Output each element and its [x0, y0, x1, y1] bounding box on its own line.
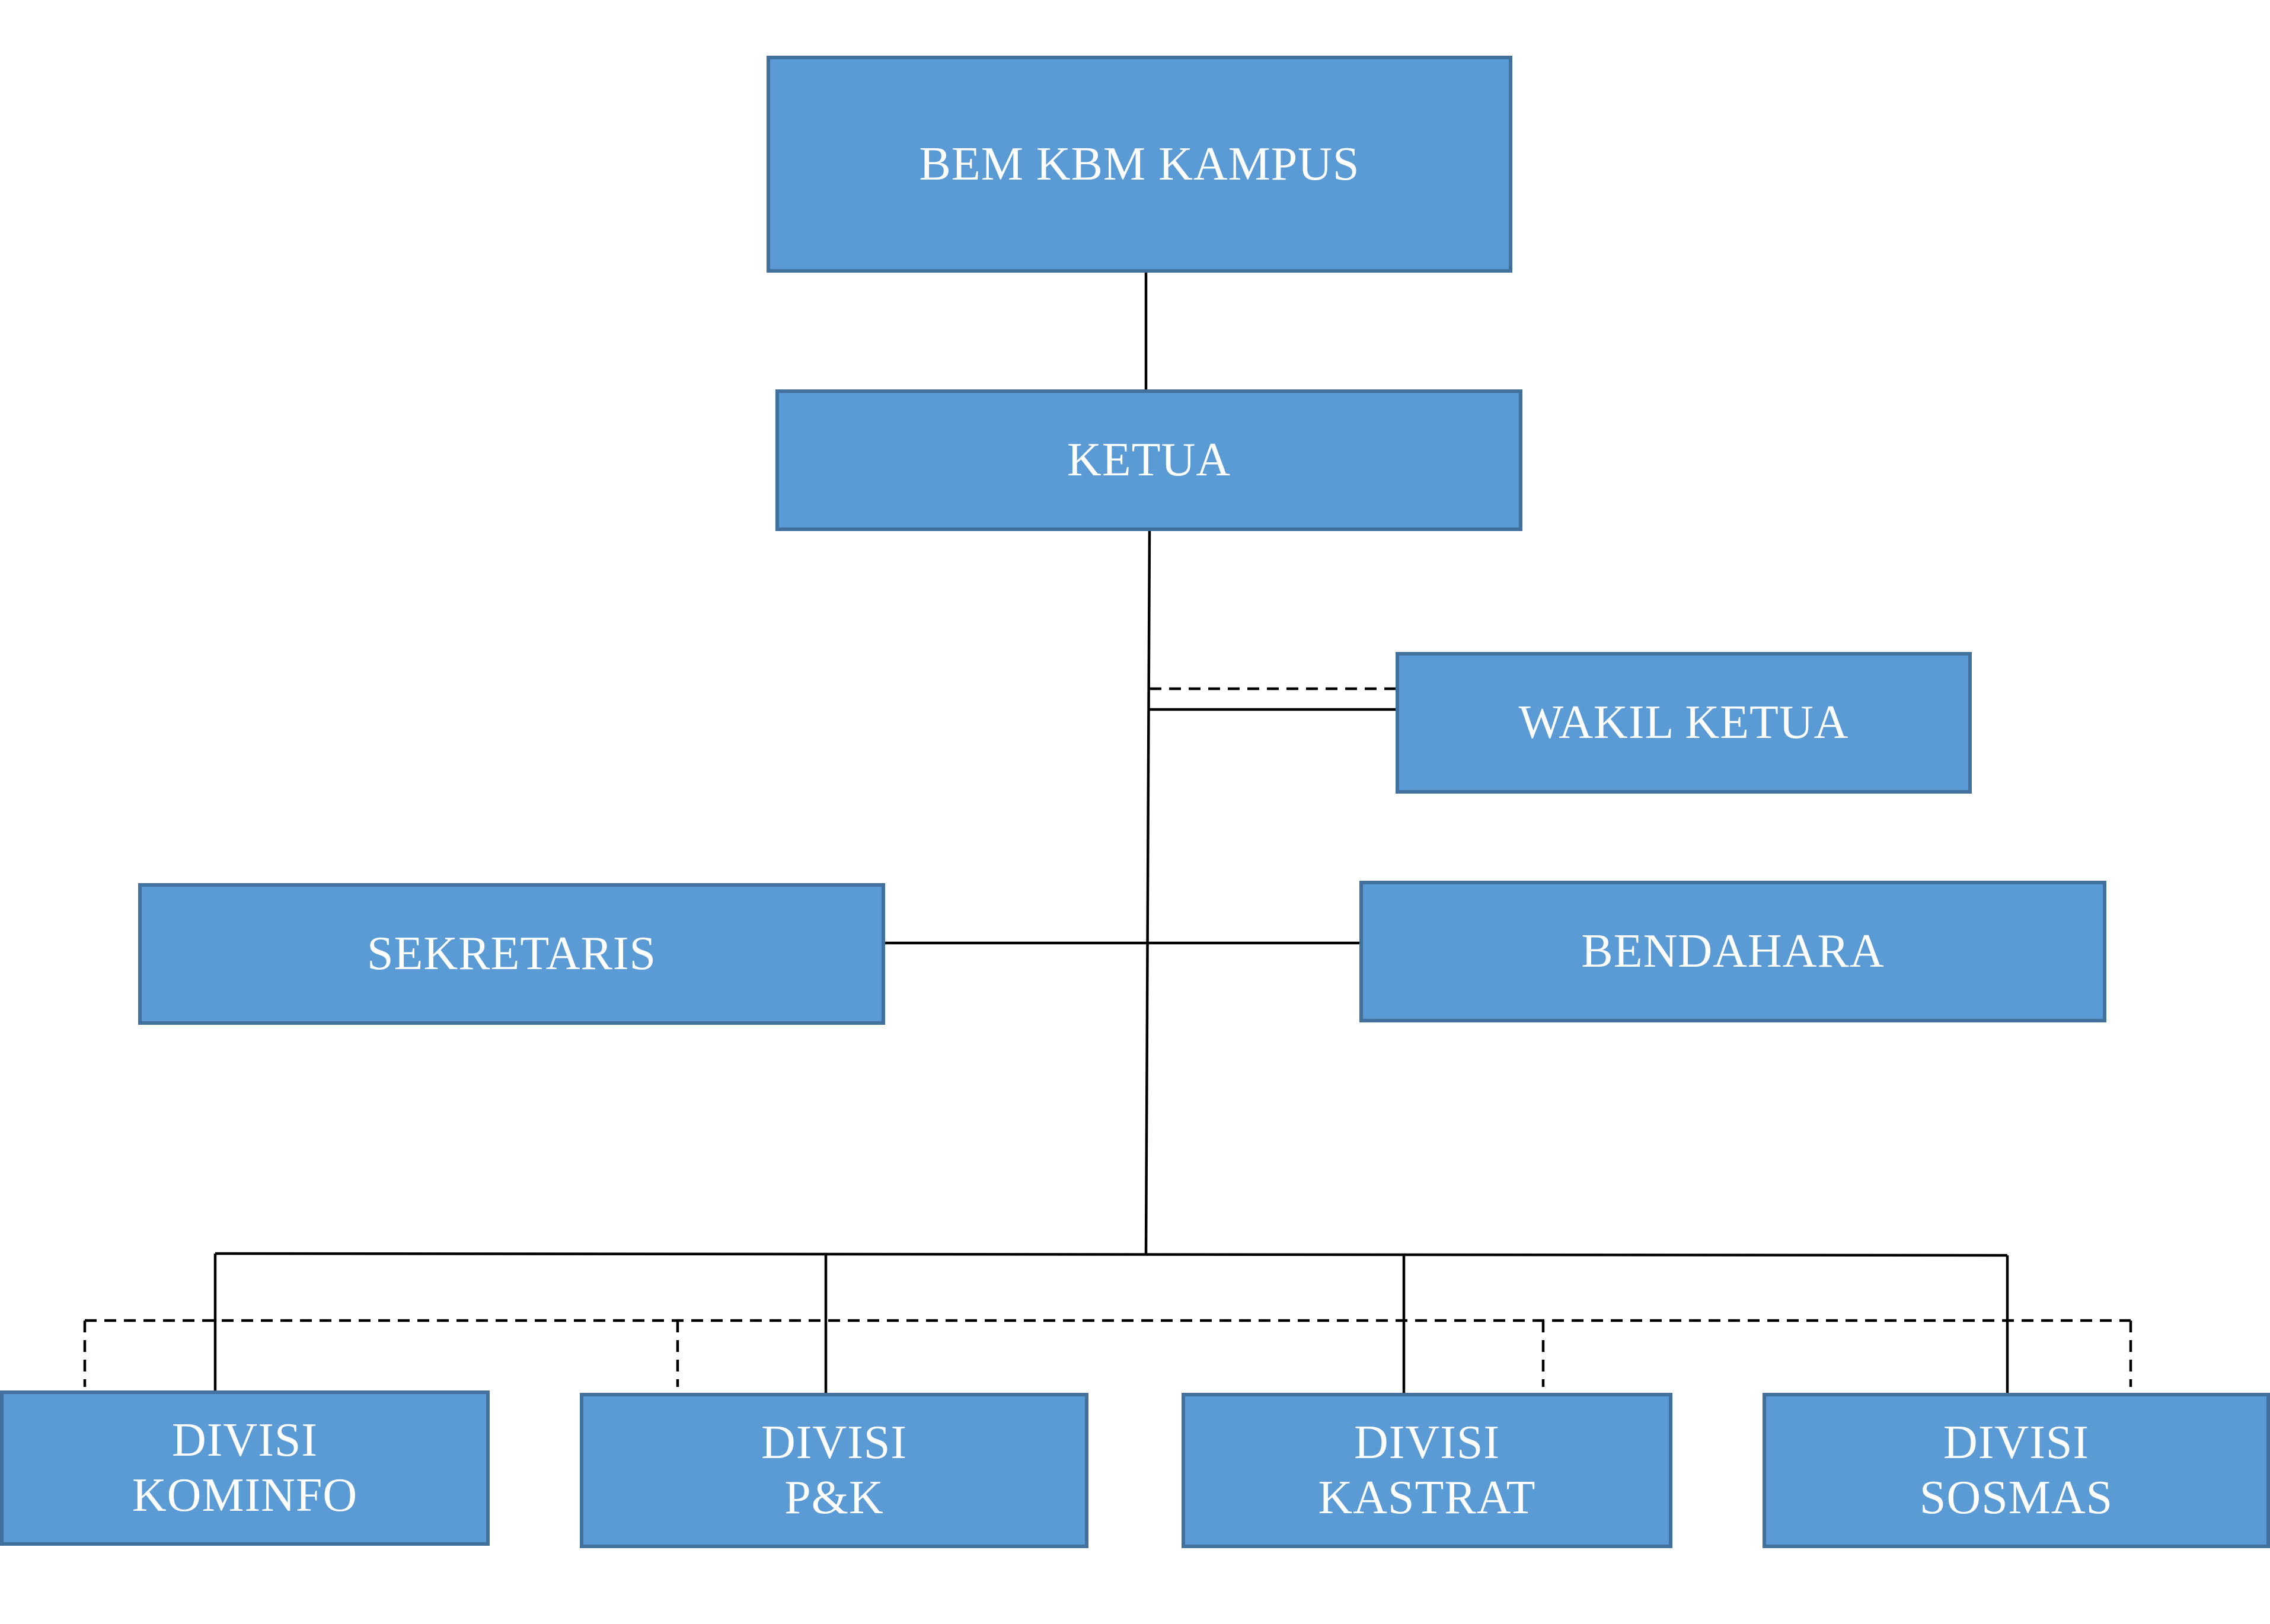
node-ketua: KETUA: [775, 389, 1522, 531]
node-sekretaris: SEKRETARIS: [138, 883, 885, 1025]
node-divisi-pk: DIVISI P&K: [580, 1393, 1088, 1548]
node-label-line2: SOSMAS: [1919, 1472, 2113, 1524]
node-label: BENDAHARA: [1581, 925, 1885, 978]
node-label-line1: DIVISI: [172, 1414, 318, 1467]
node-bendahara: BENDAHARA: [1359, 881, 2106, 1022]
connector-division-bar: [215, 1252, 2008, 1257]
node-label: BEM KBM KAMPUS: [919, 138, 1360, 190]
node-wakil-ketua: WAKIL KETUA: [1396, 652, 1972, 794]
node-label: WAKIL KETUA: [1518, 696, 1849, 749]
node-divisi-kominfo: DIVISI KOMINFO: [0, 1390, 490, 1546]
node-label-line1: DIVISI: [1943, 1417, 2089, 1469]
node-label-line1: DIVISI: [761, 1417, 907, 1469]
node-divisi-kastrat: DIVISI KASTRAT: [1182, 1393, 1672, 1548]
node-label: SEKRETARIS: [366, 928, 657, 980]
connector-main-trunk: [1144, 529, 1151, 1254]
node-label-line1: DIVISI: [1354, 1417, 1500, 1469]
node-label-line2: P&K: [784, 1472, 884, 1524]
node-label: KETUA: [1067, 434, 1231, 487]
node-bem-kbm-kampus: BEM KBM KAMPUS: [767, 56, 1512, 273]
node-label-line2: KASTRAT: [1318, 1472, 1536, 1524]
node-label-line2: KOMINFO: [132, 1469, 358, 1521]
node-divisi-sosmas: DIVISI SOSMAS: [1763, 1393, 2270, 1548]
